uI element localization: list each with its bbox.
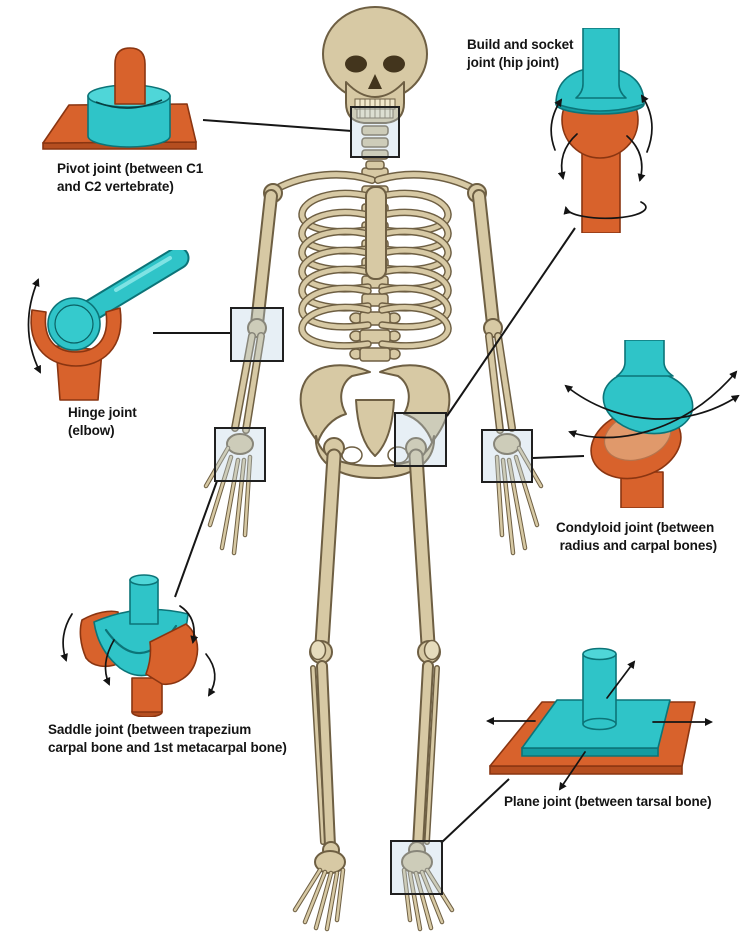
sternum bbox=[365, 186, 387, 280]
hinge-joint-label-line2: (elbow) bbox=[68, 422, 115, 438]
rotation-arrows bbox=[564, 370, 740, 439]
hinge-joint-illustration bbox=[27, 250, 190, 401]
hinge-joint-label-line1: Hinge joint bbox=[68, 405, 137, 420]
plane-joint-label: Plane joint (between tarsal bone) bbox=[504, 793, 712, 811]
plane-joint-illustration bbox=[486, 647, 713, 791]
left-hand bbox=[203, 445, 253, 556]
left-leg bbox=[292, 448, 346, 932]
pivot-joint-illustration bbox=[42, 47, 197, 150]
condyloid-joint-label: Condyloid joint (between radius and carp… bbox=[556, 519, 717, 555]
saddle-joint-label-line2: carpal bone and 1st metacarpal bone) bbox=[48, 739, 287, 755]
gliding-arrows bbox=[486, 660, 713, 791]
pivot-joint-label-line1: Pivot joint (between C1 bbox=[57, 161, 204, 176]
ribcage bbox=[302, 186, 448, 346]
saddle-joint-label-line1: Saddle joint (between trapezium bbox=[48, 722, 252, 737]
rotation-arrows bbox=[550, 94, 653, 220]
nasal-cavity bbox=[368, 74, 382, 89]
ball-and-socket-joint-illustration bbox=[550, 28, 653, 233]
eye-socket bbox=[383, 55, 405, 73]
right-hand bbox=[494, 445, 544, 556]
plane-joint-label-line1: Plane joint (between tarsal bone) bbox=[504, 794, 712, 809]
hinge-joint-label: Hinge joint (elbow) bbox=[68, 404, 137, 440]
ball-and-socket-joint-label-line2: joint (hip joint) bbox=[467, 54, 560, 70]
skull bbox=[322, 6, 428, 124]
saddle-joint-illustration bbox=[60, 574, 216, 717]
pivot-joint-label-line2: and C2 vertebrate) bbox=[57, 178, 174, 194]
ball-and-socket-joint-label: Build and socket joint (hip joint) bbox=[467, 36, 574, 72]
condyloid-joint-illustration bbox=[564, 340, 740, 508]
right-arm bbox=[472, 189, 544, 556]
condyloid-joint-label-line2: radius and carpal bones) bbox=[556, 537, 718, 553]
cervical-vertebrae bbox=[361, 125, 389, 170]
right-foot bbox=[401, 867, 455, 932]
pelvis bbox=[299, 364, 451, 479]
saddle-joint-label: Saddle joint (between trapezium carpal b… bbox=[48, 721, 287, 757]
movement-arrows bbox=[60, 605, 216, 697]
flexion-arrow bbox=[27, 278, 41, 374]
ball-and-socket-joint-label-line1: Build and socket bbox=[467, 37, 574, 52]
right-leg bbox=[401, 448, 455, 932]
pivot-joint-label: Pivot joint (between C1 and C2 vertebrat… bbox=[57, 160, 203, 196]
rotation-arc bbox=[95, 99, 163, 109]
condyloid-joint-label-line1: Condyloid joint (between bbox=[556, 520, 715, 535]
left-arm bbox=[203, 189, 278, 556]
eye-socket bbox=[345, 55, 367, 73]
left-foot bbox=[292, 867, 346, 932]
